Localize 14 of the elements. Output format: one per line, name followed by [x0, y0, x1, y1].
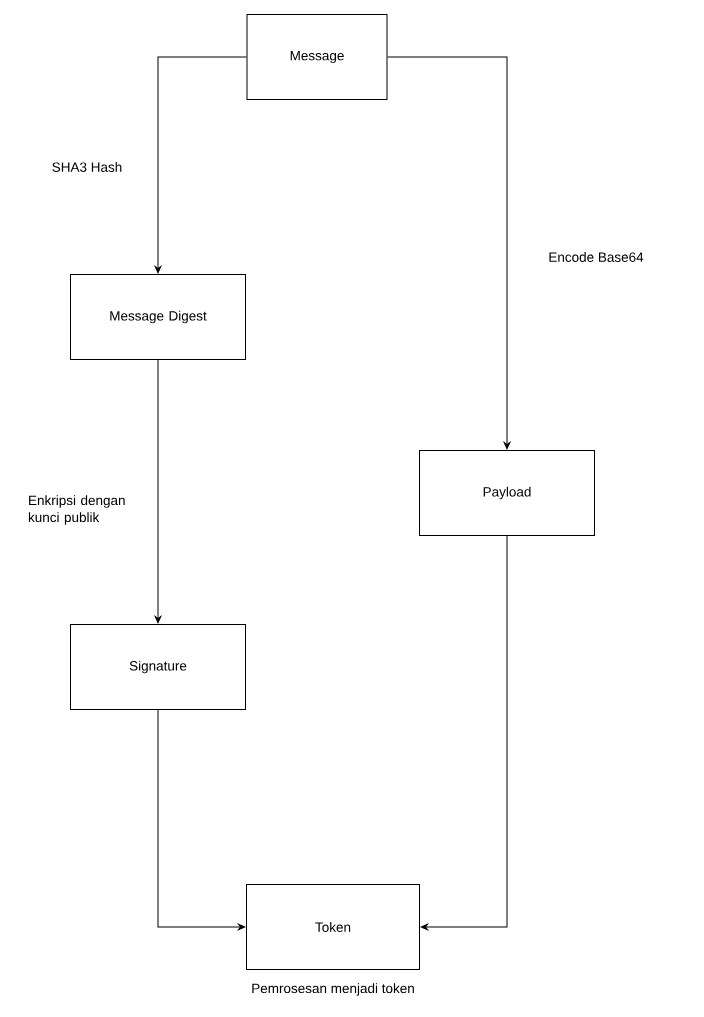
arrow [157, 709, 246, 931]
process-box: Payload [419, 450, 595, 536]
arrow [154, 359, 162, 624]
arrow [387, 56, 511, 450]
process-box: Message Digest [70, 274, 246, 360]
caption-text: Pemrosesan menjadi token [252, 983, 414, 996]
edge-label: Encode Base64 [547, 251, 645, 263]
arrow [154, 56, 247, 274]
arrow [420, 535, 508, 931]
process-box: Signature [70, 624, 246, 710]
edge-label: SHA3 Hash [50, 161, 124, 173]
edge-label: Enkripsi dengan kunci publik [27, 494, 129, 526]
process-box: Token [246, 884, 420, 970]
process-box: Message [246, 14, 388, 100]
